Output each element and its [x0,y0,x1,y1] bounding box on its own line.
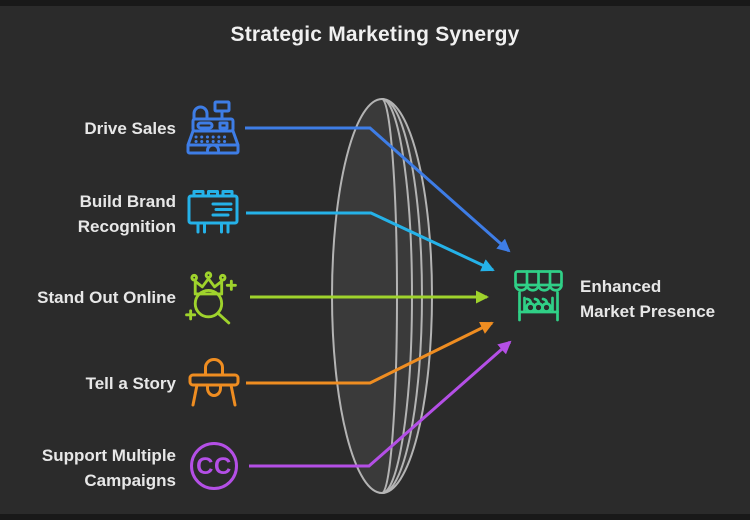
label-stand-out-online: Stand Out Online [37,288,176,307]
label-support-multiple-campaigns: Support Multiple Campaigns [41,446,176,490]
arrow-tell-a-story [246,321,494,385]
diagram-title: Strategic Marketing Synergy [230,23,520,46]
cash-register-icon [186,100,240,155]
storefront-icon [514,270,563,322]
crown-magnifier-icon [185,271,237,325]
arrow-build-brand-recognition [246,211,495,272]
arrow-support-multiple-campaigns [249,340,512,468]
cc-badge-icon: CC [190,442,238,490]
bottom-letterbox-bar [0,514,750,520]
cc-badge-circle [190,442,238,490]
arrow-drive-sales [245,126,511,253]
crown-magnifier-strokes [185,271,237,325]
label-tell-a-story: Tell a Story [85,374,176,393]
billboard-strokes [187,190,239,234]
label-enhanced-market-presence: Enhanced Market Presence [580,277,716,321]
billboard-icon [187,190,239,234]
top-letterbox-bar [0,0,750,6]
label-drive-sales: Drive Sales [84,119,176,138]
high-chair-strokes [188,358,240,407]
high-chair-icon [188,358,240,407]
storefront-strokes [514,270,563,322]
cash-register-strokes [186,100,240,155]
label-build-brand-recognition: Build Brand Recognition [77,192,176,236]
cc-badge-text: CC [196,453,232,480]
